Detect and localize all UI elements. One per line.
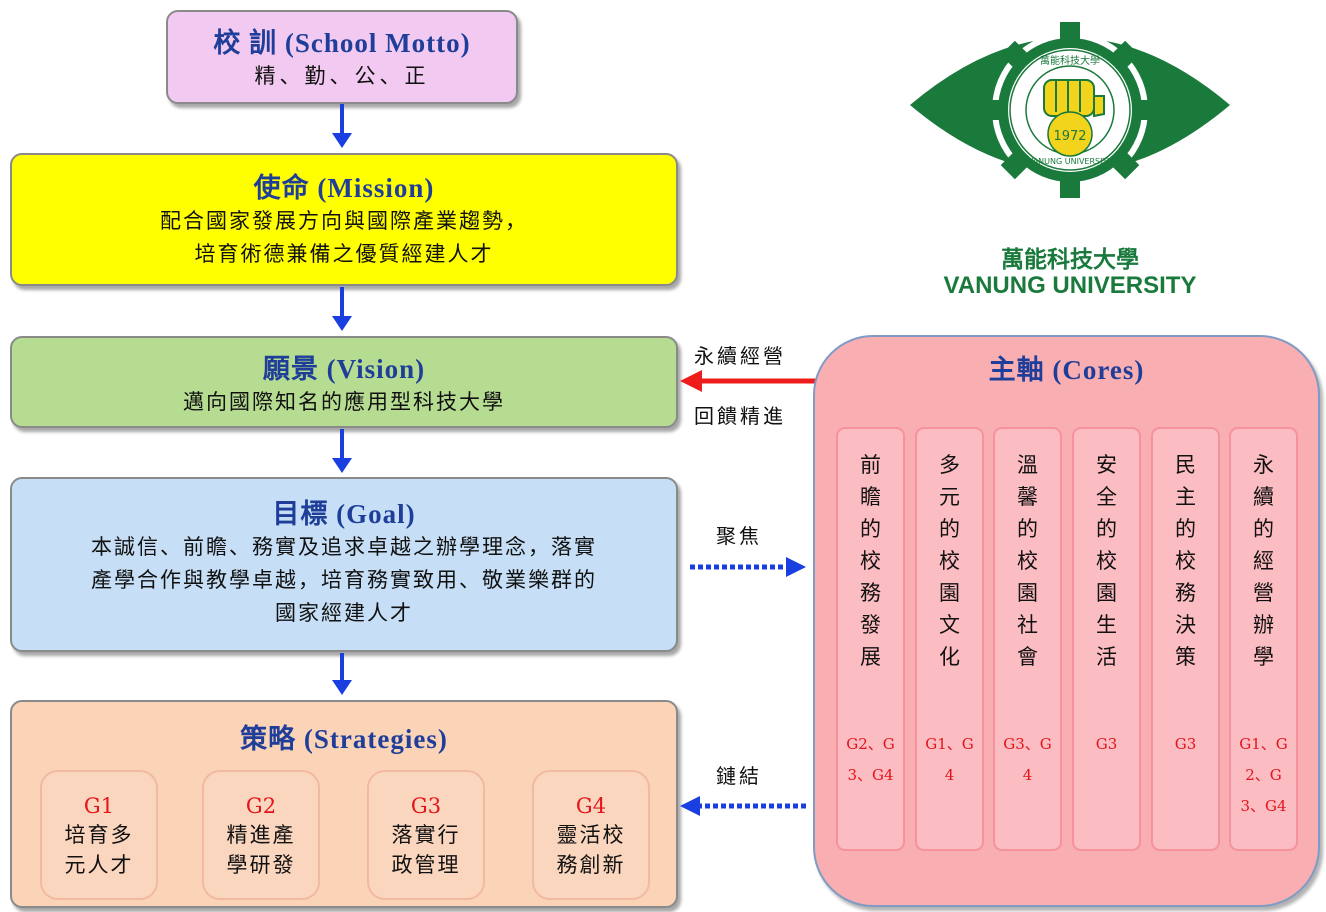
label-feedback: 回饋精進 [694,404,786,428]
core-codes: G3、G4 [1003,735,1052,784]
focus-arrow-head [786,557,806,577]
strategies-title: 策略 (Strategies) [240,724,448,754]
core-codes: G1、G2、G3、G4 [1239,735,1288,815]
svg-text:1972: 1972 [1053,129,1086,144]
label-sustain: 永續經營 [694,344,786,368]
mission-line-1: 配合國家發展方向與國際產業趨勢， [160,209,528,233]
vision-title: 願景 (Vision) [262,354,426,384]
strategy-label-line1: 精進產 [226,823,296,847]
goal-box: 目標 (Goal) 本誠信、前瞻、務實及追求卓越之辦學理念，落實 產學合作與教學… [10,477,678,652]
mission-title: 使命 (Mission) [253,173,435,203]
university-name-en: VANUNG UNIVERSITY [943,272,1197,299]
arrow-goal-strategies-head [332,680,352,695]
label-focus: 聚焦 [716,524,762,548]
core-codes: G1、G4 [925,735,974,784]
arrow-mission-vision-shaft [340,287,344,317]
strategy-label-line2: 元人才 [64,853,134,877]
core-column: 永續的經營辦學 G1、G2、G3、G4 [1229,427,1298,851]
cores-box: 主軸 (Cores) 前瞻的校務發展 G2、G3、G4 多元的校園文化 G1、G… [813,335,1320,907]
core-codes: G3 [1174,735,1197,753]
strategy-label-line2: 務創新 [556,853,626,877]
svg-text:萬能科技大學: 萬能科技大學 [1040,54,1100,67]
core-column: 安全的校園生活 G3 [1072,427,1141,851]
strategy-card-g1: G1 培育多 元人才 [40,770,158,900]
mission-line-2: 培育術德兼備之優質經建人才 [194,242,494,266]
core-column: 溫馨的校園社會 G3、G4 [993,427,1062,851]
cores-title: 主軸 (Cores) [988,355,1145,385]
arrow-motto-mission-head [332,133,352,148]
strategy-card-g4: G4 靈活校 務創新 [532,770,650,900]
strategy-card-g3: G3 落實行 政管理 [367,770,485,900]
strategy-label-line1: 落實行 [391,823,461,847]
goal-line-2: 產學合作與教學卓越，培育務實致用、敬業樂群的 [91,568,597,592]
label-link: 鏈結 [716,764,762,788]
strategy-label-line1: 培育多 [64,823,134,847]
strategy-code: G1 [83,794,115,818]
arrow-mission-vision-head [332,316,352,331]
core-text: 多元的校園文化 [939,453,960,669]
strategy-label-line2: 政管理 [391,853,461,877]
link-arrow-head [680,796,700,816]
arrow-goal-strategies-shaft [340,653,344,681]
university-logo: 1972 萬能科技大學 VANUNG UNIVERSITY [905,10,1235,215]
core-text: 安全的校園生活 [1096,453,1117,669]
strategy-card-g2: G2 精進產 學研發 [202,770,320,900]
core-text: 永續的經營辦學 [1253,453,1274,669]
school-motto-box: 校 訓 (School Motto) 精、勤、公、正 [166,10,518,104]
vision-box: 願景 (Vision) 邁向國際知名的應用型科技大學 [10,336,678,428]
feedback-arrow-head [680,370,702,392]
vision-text: 邁向國際知名的應用型科技大學 [183,390,505,414]
core-text: 溫馨的校園社會 [1017,453,1038,669]
strategy-code: G3 [410,794,442,818]
strategy-label-line2: 學研發 [226,853,296,877]
core-text: 民主的校務決策 [1175,453,1196,669]
logo-emblem-icon: 1972 萬能科技大學 VANUNG UNIVERSITY [910,22,1230,198]
core-codes: G2、G3、G4 [846,735,895,784]
arrow-vision-goal-shaft [340,429,344,459]
core-text: 前瞻的校務發展 [860,453,881,669]
arrow-vision-goal-head [332,458,352,473]
core-codes: G3 [1095,735,1118,753]
motto-title: 校 訓 (School Motto) [213,28,471,58]
arrow-motto-mission-shaft [340,104,344,134]
goal-title: 目標 (Goal) [272,499,416,529]
core-column: 多元的校園文化 G1、G4 [915,427,984,851]
university-name-zh: 萬能科技大學 [1001,246,1139,272]
strategy-code: G4 [575,794,607,818]
strategy-label-line1: 靈活校 [556,823,626,847]
goal-line-1: 本誠信、前瞻、務實及追求卓越之辦學理念，落實 [91,535,597,559]
motto-text: 精、勤、公、正 [254,64,430,88]
core-column: 前瞻的校務發展 G2、G3、G4 [836,427,905,851]
strategies-box: 策略 (Strategies) G1 培育多 元人才 G2 精進產 學研發 G3… [10,700,678,908]
svg-text:VANUNG UNIVERSITY: VANUNG UNIVERSITY [1028,157,1113,166]
mission-box: 使命 (Mission) 配合國家發展方向與國際產業趨勢， 培育術德兼備之優質經… [10,153,678,286]
goal-line-3: 國家經建人才 [275,601,413,625]
core-column: 民主的校務決策 G3 [1151,427,1220,851]
strategy-code: G2 [245,794,277,818]
